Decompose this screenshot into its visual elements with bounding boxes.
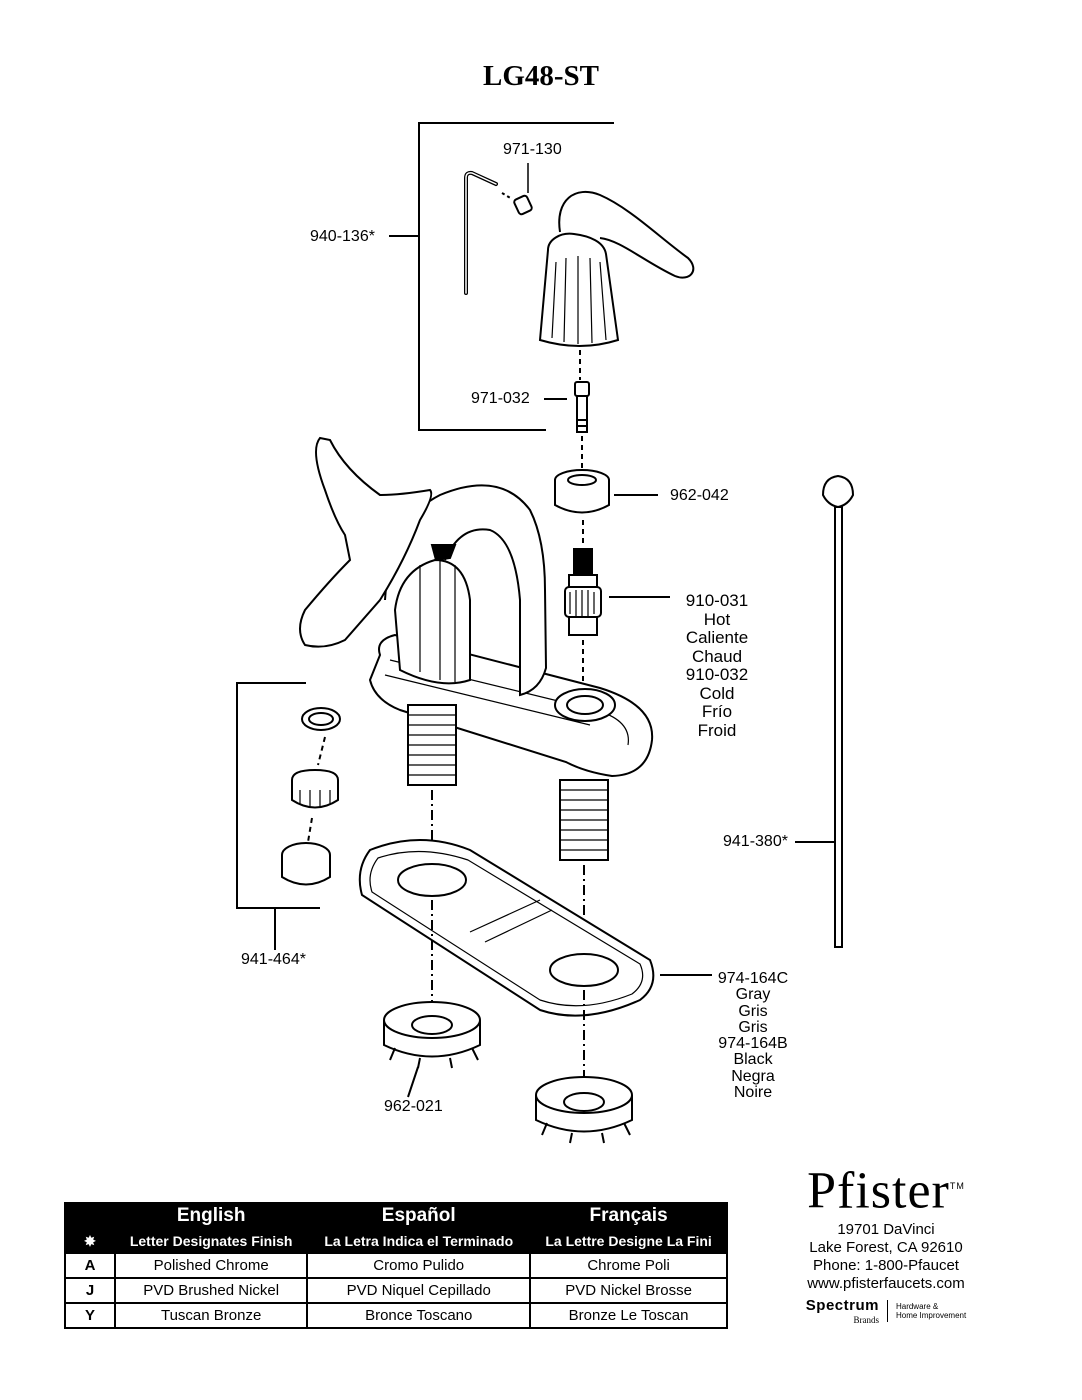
label-hot-en: Hot — [703, 609, 731, 629]
mounting-nut-right — [535, 1076, 633, 1144]
spectrum-brands-logo: Spectrum Brands Hardware & Home Improvem… — [768, 1297, 1004, 1325]
handle-top — [538, 190, 695, 347]
pfister-logo: PfisterTM — [768, 1156, 1004, 1221]
label-gray-en: Gray — [735, 986, 771, 1004]
aerator-insert — [291, 768, 339, 809]
trademark: TM — [949, 1181, 965, 1191]
divider — [886, 1300, 888, 1323]
phone: Phone: 1-800-Pfaucet — [813, 1257, 959, 1275]
deck-gasket — [358, 839, 655, 1017]
allen-wrench — [464, 170, 498, 295]
label-gray-fr: Gris — [738, 1018, 768, 1036]
finish-en: Tuscan Bronze — [113, 1302, 309, 1329]
mounting-nut-left — [383, 1001, 481, 1069]
header-espanol: Español — [306, 1202, 532, 1230]
label-910-031: 910-031 — [685, 591, 749, 610]
shank-right — [559, 779, 609, 861]
bracket-941-464 — [236, 682, 320, 909]
label-gray-es: Gris — [738, 1002, 768, 1020]
set-screw — [513, 194, 533, 216]
bracket-940-136 — [418, 122, 614, 431]
spectrum-tagline: Hardware & Home Improvement — [896, 1302, 966, 1320]
label-962-042: 962-042 — [670, 487, 729, 504]
address-line-2: Lake Forest, CA 92610 — [809, 1239, 963, 1257]
lift-rod — [821, 474, 855, 948]
finish-header-blank — [64, 1202, 116, 1230]
cartridge-910-031 — [564, 548, 602, 636]
address-line-1: 19701 DaVinci — [837, 1221, 935, 1239]
website-link[interactable]: www.pfisterfaucets.com — [807, 1275, 965, 1293]
label-910-032: 910-032 — [685, 665, 749, 684]
faucet-body — [368, 484, 654, 778]
aerator-washer — [301, 707, 341, 731]
header-english: English — [113, 1202, 309, 1230]
label-black-en: Black — [733, 1051, 773, 1069]
finish-fr: Chrome Poli — [529, 1252, 728, 1279]
shank-left — [407, 704, 457, 786]
label-974-164c: 974-164C — [717, 970, 789, 987]
label-cold-en: Cold — [699, 683, 735, 703]
model-title: LG48-ST — [482, 60, 600, 92]
label-cold-fr: Froid — [697, 720, 737, 740]
label-hot-es: Caliente — [685, 628, 749, 647]
label-974-164b: 974-164B — [718, 1035, 788, 1053]
table-row: J PVD Brushed Nickel PVD Niquel Cepillad… — [64, 1277, 728, 1304]
label-941-380: 941-380* — [723, 833, 788, 850]
spectrum-name: Spectrum — [805, 1297, 879, 1315]
subheader-francais: La Lettre Designe La Fini — [529, 1228, 728, 1254]
finish-fr: Bronze Le Toscan — [529, 1302, 728, 1329]
finish-code: Y — [64, 1302, 116, 1329]
label-941-464: 941-464* — [241, 951, 306, 968]
nut-962-042 — [554, 469, 610, 514]
cartridge-labels: 910-031 Hot Caliente Chaud 910-032 Cold … — [672, 591, 762, 740]
spectrum-brands: Brands — [853, 1315, 879, 1326]
label-962-021: 962-021 — [384, 1098, 443, 1115]
subheader-english: Letter Designates Finish — [113, 1228, 309, 1254]
table-row: A Polished Chrome Cromo Pulido Chrome Po… — [64, 1252, 728, 1279]
label-hot-fr: Chaud — [691, 646, 743, 666]
finish-es: PVD Niquel Cepillado — [306, 1277, 532, 1304]
finish-es: Cromo Pulido — [306, 1252, 532, 1279]
tagline-2: Home Improvement — [895, 1311, 967, 1321]
handle-left — [299, 436, 433, 648]
finish-en: Polished Chrome — [113, 1252, 309, 1279]
aerator-housing — [281, 842, 331, 886]
finish-code: A — [64, 1252, 116, 1279]
finish-es: Bronce Toscano — [306, 1302, 532, 1329]
tagline-1: Hardware & — [895, 1302, 939, 1312]
screw-971-032 — [574, 381, 590, 433]
finish-en: PVD Brushed Nickel — [113, 1277, 309, 1304]
label-black-es: Negra — [731, 1067, 775, 1085]
gasket-labels: 974-164C Gray Gris Gris 974-164B Black N… — [708, 970, 798, 1102]
brand-block: PfisterTM 19701 DaVinci Lake Forest, CA … — [768, 1156, 1004, 1325]
header-francais: Français — [529, 1202, 728, 1230]
label-cold-es: Frío — [701, 702, 733, 721]
finish-fr: PVD Nickel Brosse — [529, 1277, 728, 1304]
subheader-espanol: La Letra Indica el Terminado — [306, 1228, 532, 1254]
label-black-fr: Noire — [733, 1084, 773, 1102]
finish-code: J — [64, 1277, 116, 1304]
table-row: Y Tuscan Bronze Bronce Toscano Bronze Le… — [64, 1302, 728, 1329]
label-971-032: 971-032 — [471, 390, 530, 407]
gear-icon: ✸ — [64, 1228, 116, 1254]
finish-table: English Español Français ✸ Letter Design… — [64, 1202, 728, 1329]
logo-text: Pfister — [807, 1162, 950, 1220]
label-940-136: 940-136* — [310, 228, 375, 245]
label-971-130: 971-130 — [503, 141, 562, 158]
